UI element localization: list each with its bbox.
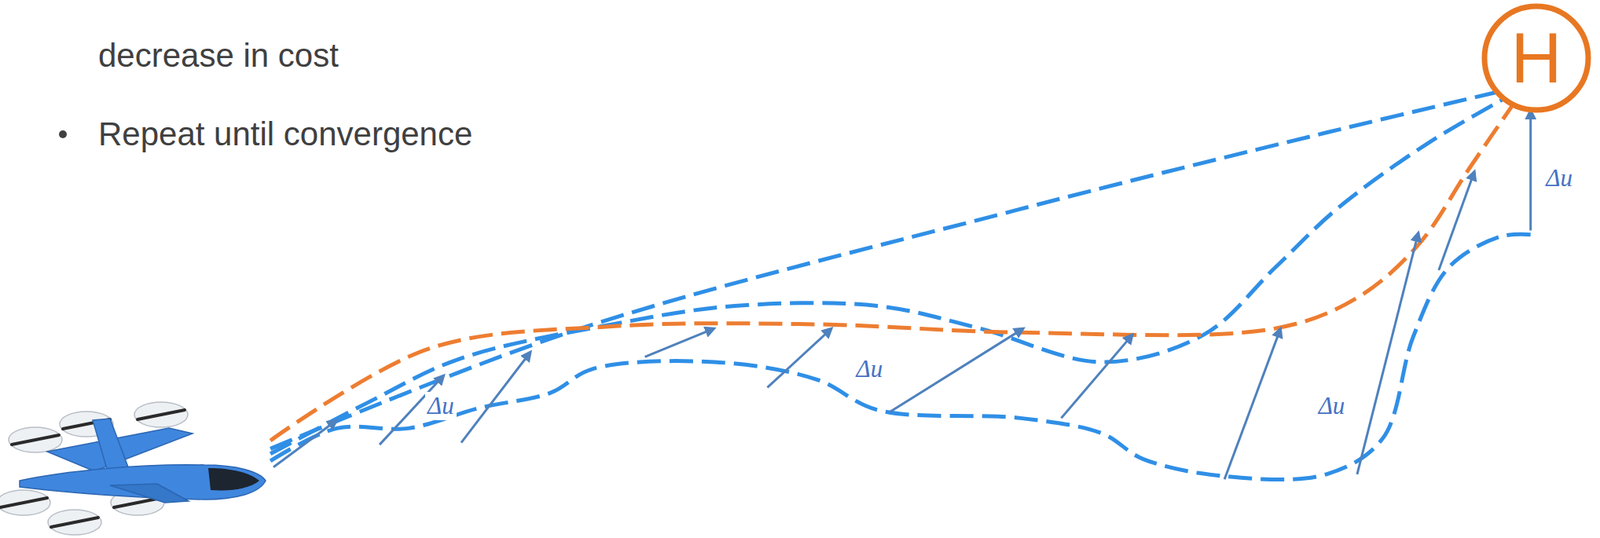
update-arrow [273, 420, 338, 468]
delta-u-label: Δu [1316, 392, 1348, 421]
rotor-blade [137, 410, 185, 420]
rotor-blade [51, 517, 99, 528]
update-arrow [1357, 232, 1419, 475]
update-arrow [1060, 334, 1133, 419]
rotor-disc [0, 490, 51, 516]
bullet-text: Repeat until convergence [98, 115, 473, 154]
cockpit-window [208, 468, 260, 492]
near-wing [110, 484, 189, 503]
bullet-text: decrease in cost [98, 36, 339, 75]
delta-u-label: Δu [853, 355, 885, 384]
rotor-blade [11, 435, 59, 445]
evtol-aircraft [0, 402, 266, 536]
delta-u-label: Δu [1543, 164, 1575, 193]
update-arrow [645, 328, 715, 357]
helipad-letter: H [1511, 22, 1563, 94]
update-arrow [889, 328, 1024, 412]
update-arrow [1438, 171, 1475, 271]
update-arrow [1224, 328, 1281, 480]
rotor-disc [8, 427, 63, 453]
update-arrow [766, 328, 832, 388]
helipad-ring [1484, 6, 1589, 111]
rotor-blade [0, 498, 48, 508]
bullet-dot [58, 130, 67, 139]
rotor-disc [134, 402, 188, 428]
update-arrow [461, 352, 531, 444]
delta-u-label: Δu [425, 392, 457, 421]
update-arrow [1529, 110, 1532, 231]
tail-fin [92, 418, 130, 475]
rotor-disc [47, 510, 102, 536]
helipad-circle: H [1481, 3, 1592, 114]
